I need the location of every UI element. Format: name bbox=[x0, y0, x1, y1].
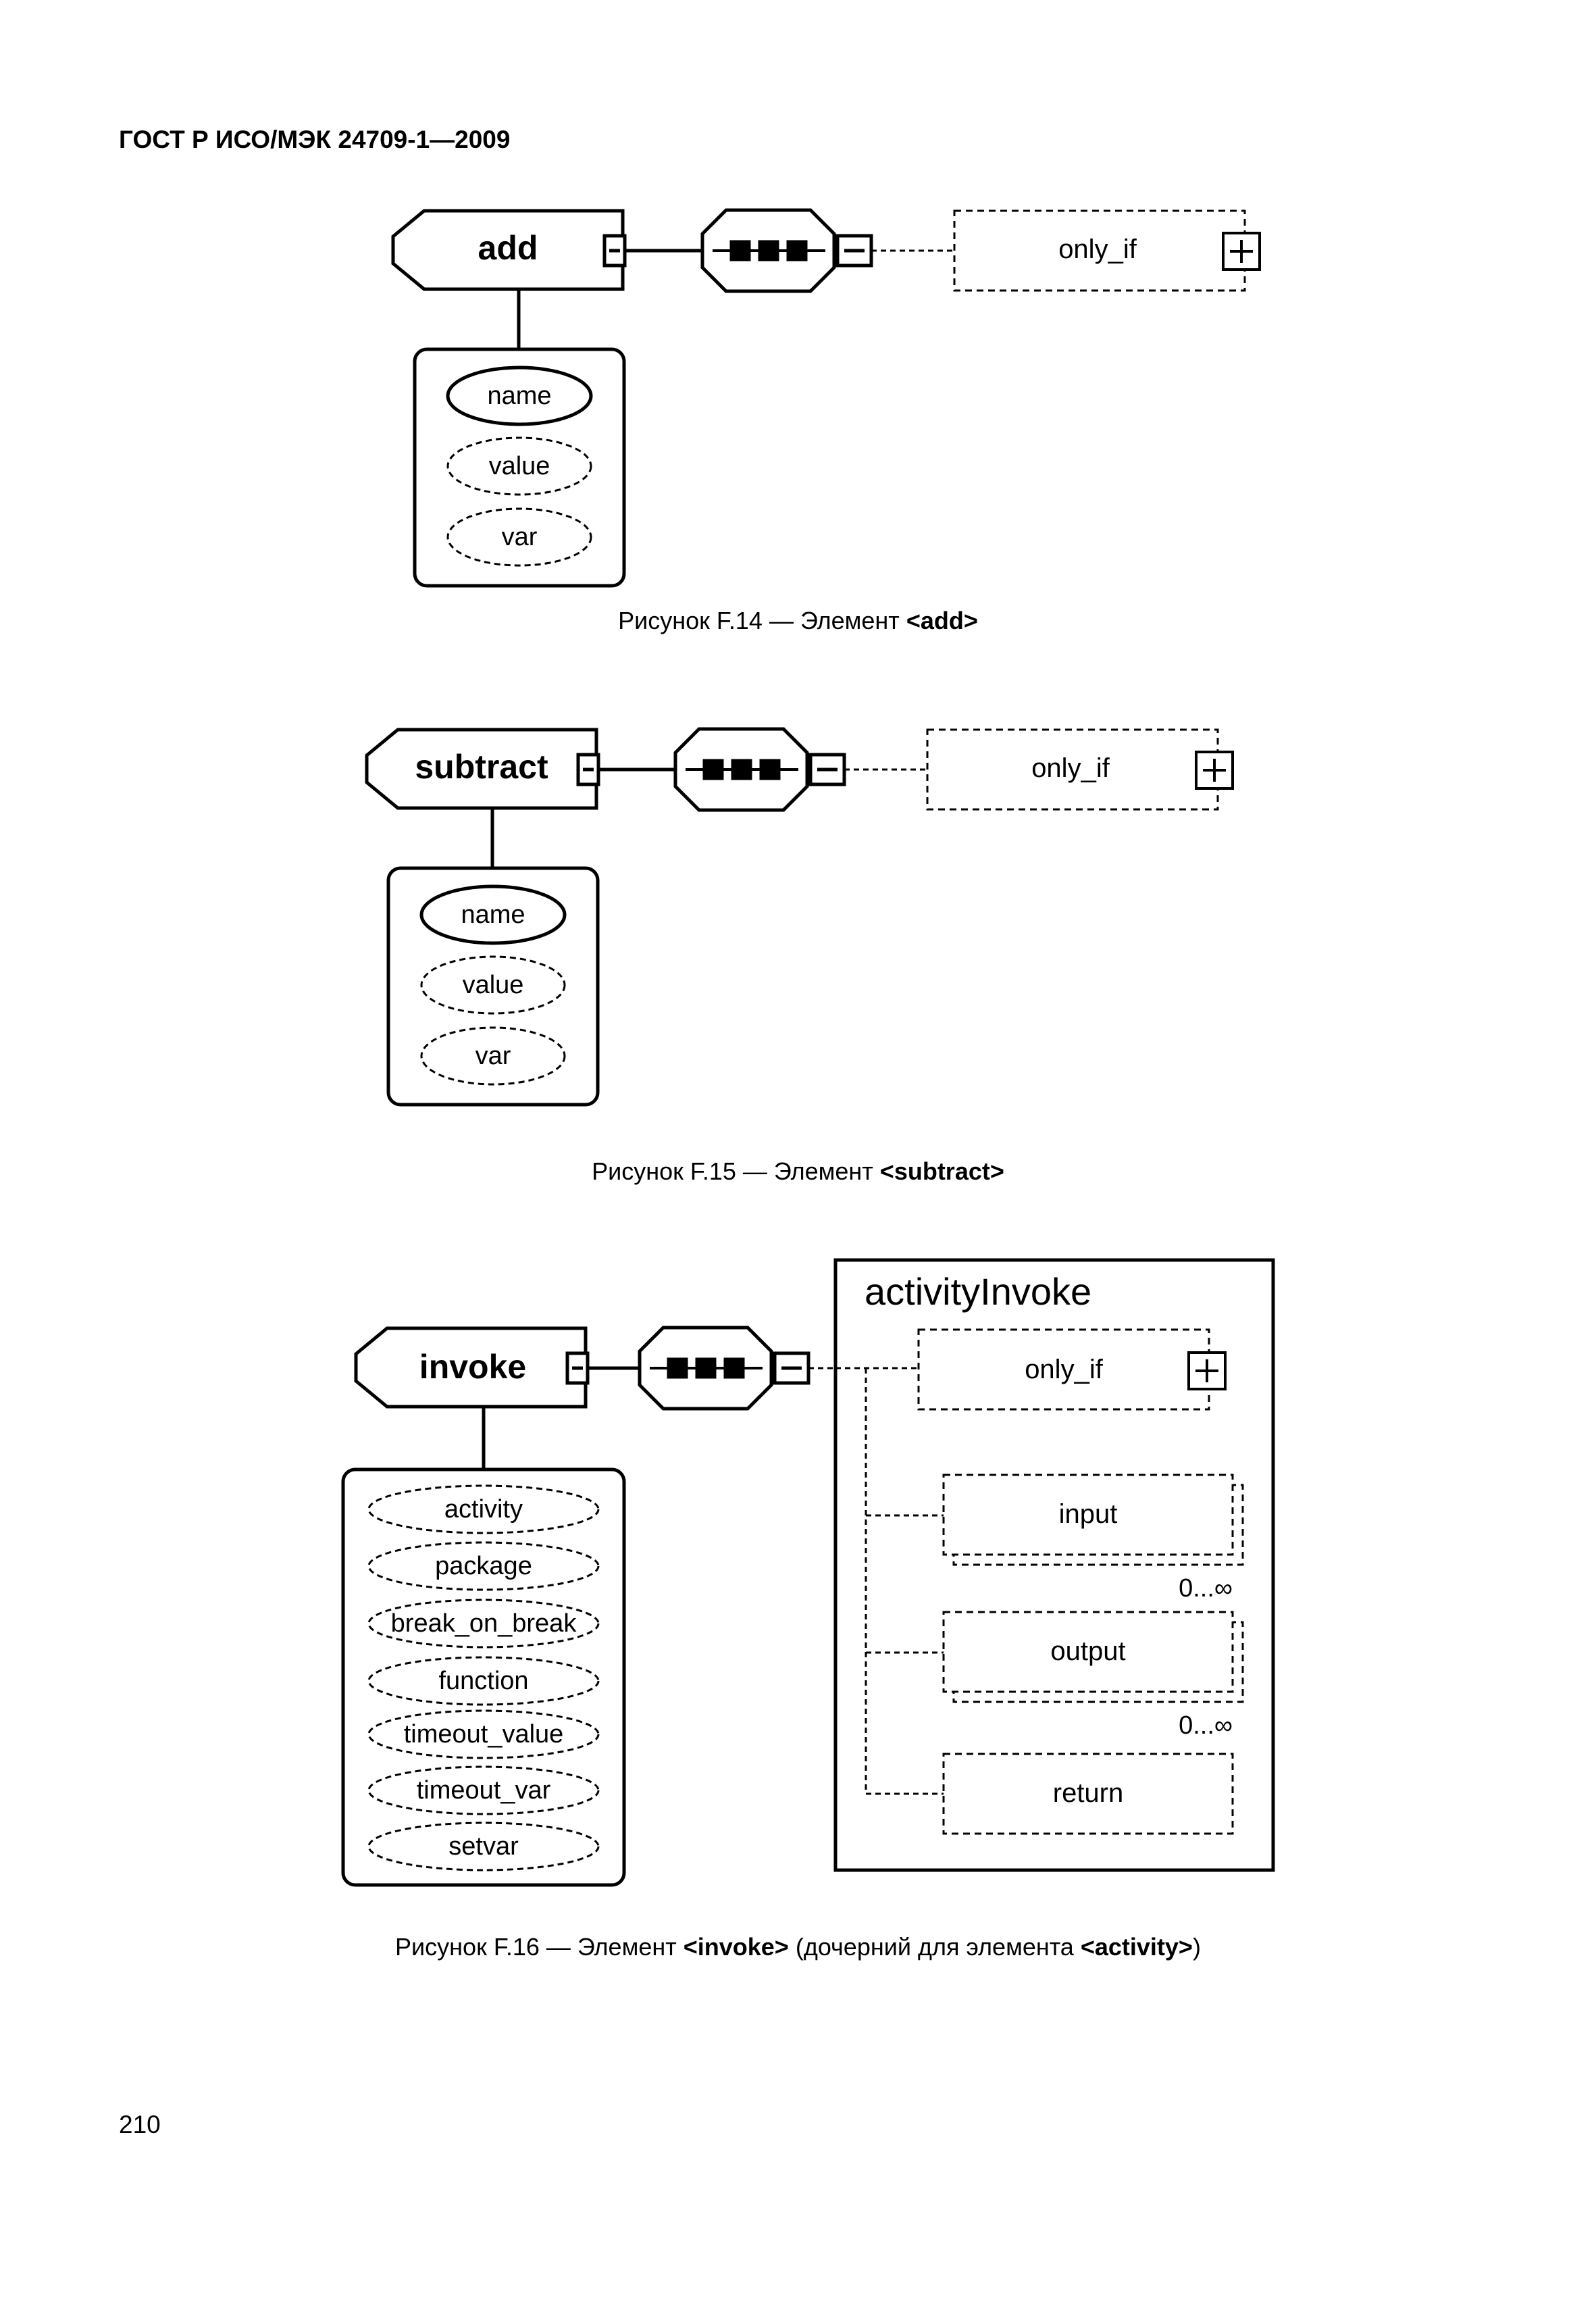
output-child-box bbox=[942, 1611, 1234, 1693]
child-name: output bbox=[1050, 1636, 1125, 1666]
attribute-label: break_on_break bbox=[391, 1609, 577, 1638]
element-invoke-box bbox=[354, 1326, 588, 1409]
element-name: invoke bbox=[419, 1348, 526, 1386]
input-child-box bbox=[942, 1474, 1234, 1556]
attribute-required bbox=[446, 366, 593, 426]
caption-tag: <subtract> bbox=[879, 1157, 1004, 1185]
child-name: only_if bbox=[1058, 234, 1137, 264]
element-add-box bbox=[391, 209, 625, 291]
only-if-child-box bbox=[953, 209, 1246, 292]
attribute-label: var bbox=[502, 523, 538, 551]
attribute-optional bbox=[446, 436, 592, 496]
attribute-label: value bbox=[463, 971, 524, 999]
group-title: activityInvoke bbox=[865, 1270, 1091, 1313]
attribute-optional bbox=[446, 507, 592, 567]
caption-text: Рисунок F.14 — Элемент bbox=[618, 607, 906, 634]
collapse-icon bbox=[808, 753, 846, 786]
caption-tag: <activity> bbox=[1080, 1933, 1193, 1961]
child-name: only_if bbox=[1025, 1355, 1104, 1384]
child-name: input bbox=[1059, 1499, 1118, 1529]
figure-add-diagram bbox=[391, 208, 1261, 588]
element-subtract-box bbox=[365, 728, 598, 810]
caption-tag: <invoke> bbox=[683, 1933, 789, 1961]
attribute-optional bbox=[420, 1026, 566, 1086]
multiplicity-label: 0...∞ bbox=[1179, 1711, 1233, 1740]
attribute-label: function bbox=[438, 1667, 528, 1695]
figure-invoke-diagram bbox=[341, 1258, 1275, 1887]
child-name: return bbox=[1053, 1778, 1124, 1808]
attribute-optional bbox=[367, 1484, 600, 1534]
element-name: subtract bbox=[415, 748, 548, 786]
return-child-box bbox=[942, 1753, 1234, 1835]
caption-text: Рисунок F.15 — Элемент bbox=[592, 1157, 880, 1185]
attribute-optional bbox=[367, 1821, 600, 1871]
caption-text: Рисунок F.16 — Элемент bbox=[395, 1933, 684, 1961]
attribute-required bbox=[419, 884, 567, 945]
attribute-label: var bbox=[475, 1042, 511, 1070]
child-name: only_if bbox=[1031, 753, 1110, 783]
attribute-label: timeout_value bbox=[404, 1720, 564, 1749]
multiplicity-label: 0...∞ bbox=[1179, 1574, 1233, 1603]
caption-tag: <add> bbox=[906, 607, 978, 634]
element-name: add bbox=[478, 229, 538, 267]
attribute-label: package bbox=[435, 1552, 532, 1580]
caption-text: (дочерний для элемента bbox=[788, 1933, 1081, 1961]
attribute-optional bbox=[367, 1765, 600, 1815]
page-number: 210 bbox=[119, 2111, 161, 2138]
attribute-label: name bbox=[461, 901, 525, 929]
figure-caption: Рисунок F.14 — Элемент <add> bbox=[0, 607, 1596, 635]
only-if-child-box bbox=[926, 728, 1219, 811]
attribute-optional bbox=[367, 1541, 600, 1591]
attribute-optional bbox=[420, 955, 566, 1015]
figure-caption: Рисунок F.16 — Элемент <invoke> (дочерни… bbox=[0, 1933, 1596, 1961]
attribute-label: timeout_var bbox=[417, 1776, 551, 1805]
figure-subtract-diagram bbox=[365, 727, 1234, 1107]
attribute-label: activity bbox=[444, 1495, 523, 1524]
attribute-optional bbox=[367, 1709, 600, 1759]
attribute-optional bbox=[367, 1656, 600, 1706]
caption-text: ) bbox=[1192, 1933, 1201, 1961]
document-header: ГОСТ Р ИСО/МЭК 24709-1—2009 bbox=[119, 126, 511, 153]
attribute-label: name bbox=[487, 382, 551, 410]
figure-caption: Рисунок F.15 — Элемент <subtract> bbox=[0, 1157, 1596, 1186]
attribute-optional bbox=[367, 1599, 600, 1649]
only-if-child-box bbox=[917, 1328, 1210, 1411]
attribute-label: setvar bbox=[448, 1832, 519, 1861]
attribute-label: value bbox=[489, 452, 550, 480]
